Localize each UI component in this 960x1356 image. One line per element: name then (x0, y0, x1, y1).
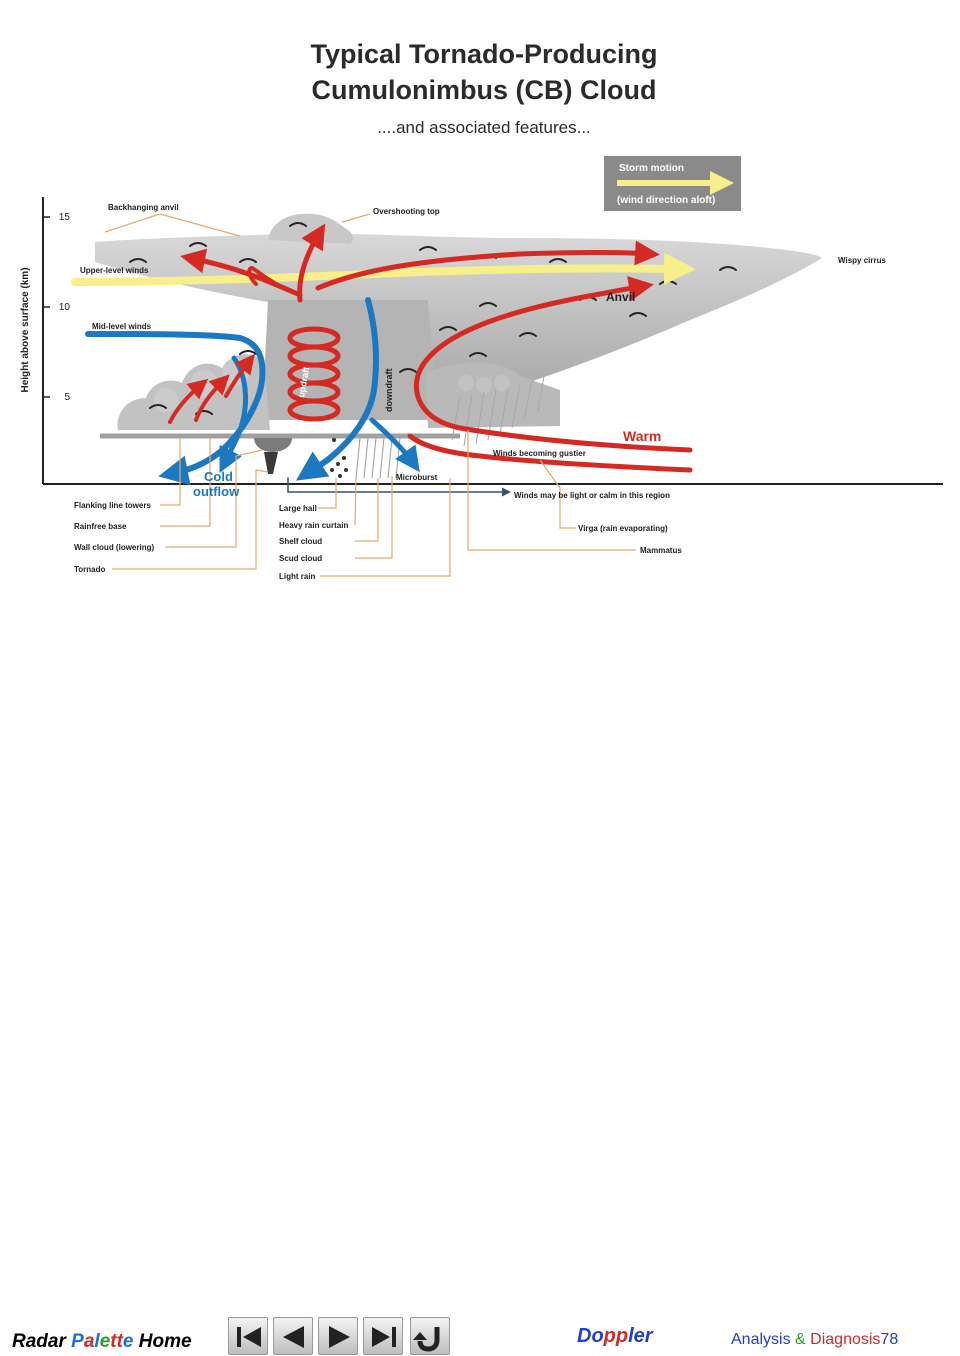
diagnosis-word: Diagnosis (810, 1331, 881, 1348)
home-part: e (99, 1331, 111, 1352)
label-winds-gustier: Winds becoming gustier (493, 449, 586, 458)
home-part: P (71, 1331, 84, 1352)
ampersand: & (795, 1331, 806, 1348)
doppler-part: Do (577, 1325, 604, 1347)
cumulonimbus-cloud (95, 213, 822, 479)
diagram-subtitle: ....and associated features... (377, 118, 591, 137)
tornado-cloud-diagram: Typical Tornado-Producing Cumulonimbus (… (20, 39, 943, 581)
home-part: tt (110, 1331, 123, 1352)
analysis-diagnosis-label: Analysis & Diagnosis78 (731, 1331, 898, 1349)
height-axis: 15 10 5 Height above surface (km) (20, 197, 943, 485)
label-warm: Warm (623, 428, 661, 444)
label-anvil: Anvil (606, 290, 635, 304)
diagram-title-line1: Typical Tornado-Producing (310, 39, 657, 69)
first-slide-button[interactable] (228, 1317, 268, 1355)
label-mammatus: Mammatus (640, 546, 682, 555)
doppler-title: Doppler (577, 1325, 653, 1348)
analysis-word: Analysis (731, 1331, 791, 1348)
label-wall-cloud: Wall cloud (lowering) (74, 543, 154, 552)
home-part: a (83, 1331, 95, 1352)
label-winds-calm: Winds may be light or calm in this regio… (514, 491, 670, 500)
legend-title: Storm motion (619, 163, 684, 174)
legend-caption: (wind direction aloft) (617, 195, 715, 206)
label-scud-cloud: Scud cloud (279, 554, 322, 563)
wind-arrows (71, 223, 696, 497)
label-light-rain: Light rain (279, 572, 316, 581)
storm-motion-legend: Storm motion (wind direction aloft) (604, 156, 741, 211)
y-axis-label: Height above surface (km) (20, 267, 31, 392)
label-downdraft: downdraft (384, 369, 394, 413)
y-tick-5: 5 (64, 392, 70, 403)
first-slide-icon (237, 1327, 261, 1347)
previous-slide-icon (283, 1326, 304, 1348)
radar-palette-home-link[interactable]: Radar Palette Home (12, 1331, 192, 1353)
label-large-hail: Large hail (279, 504, 317, 513)
home-part: Radar (12, 1331, 72, 1352)
label-cold: Cold (204, 469, 233, 484)
home-part: Home (133, 1331, 192, 1352)
label-upper-level-winds: Upper-level winds (80, 266, 149, 275)
label-flanking-line-towers: Flanking line towers (74, 501, 151, 510)
last-slide-icon (372, 1327, 396, 1347)
next-slide-button[interactable] (318, 1317, 358, 1355)
label-mid-level-winds: Mid-level winds (92, 322, 152, 331)
label-virga: Virga (rain evaporating) (578, 524, 668, 533)
leader-lines (104, 213, 636, 577)
label-heavy-rain-curtain: Heavy rain curtain (279, 521, 348, 530)
home-part: e (122, 1331, 134, 1352)
y-tick-10: 10 (59, 302, 71, 313)
return-button[interactable] (410, 1317, 450, 1355)
label-overshooting-top: Overshooting top (373, 207, 440, 216)
label-wispy-cirrus: Wispy cirrus (838, 256, 886, 265)
page-number: 78 (880, 1331, 899, 1348)
y-tick-15: 15 (59, 212, 71, 223)
slide-footer: Radar Palette Home (0, 655, 960, 1355)
label-rainfree-base: Rainfree base (74, 522, 127, 531)
label-shelf-cloud: Shelf cloud (279, 537, 322, 546)
label-tornado: Tornado (74, 565, 106, 574)
last-slide-button[interactable] (363, 1317, 403, 1355)
label-outflow: outflow (193, 484, 240, 499)
doppler-part: pp (603, 1325, 629, 1347)
label-microburst: Microburst (396, 473, 438, 482)
return-icon (413, 1327, 440, 1352)
previous-slide-button[interactable] (273, 1317, 313, 1355)
next-slide-icon (329, 1326, 350, 1348)
diagram-title-line2: Cumulonimbus (CB) Cloud (312, 75, 657, 105)
doppler-part: ler (628, 1325, 653, 1347)
label-backhanging-anvil: Backhanging anvil (108, 203, 179, 212)
